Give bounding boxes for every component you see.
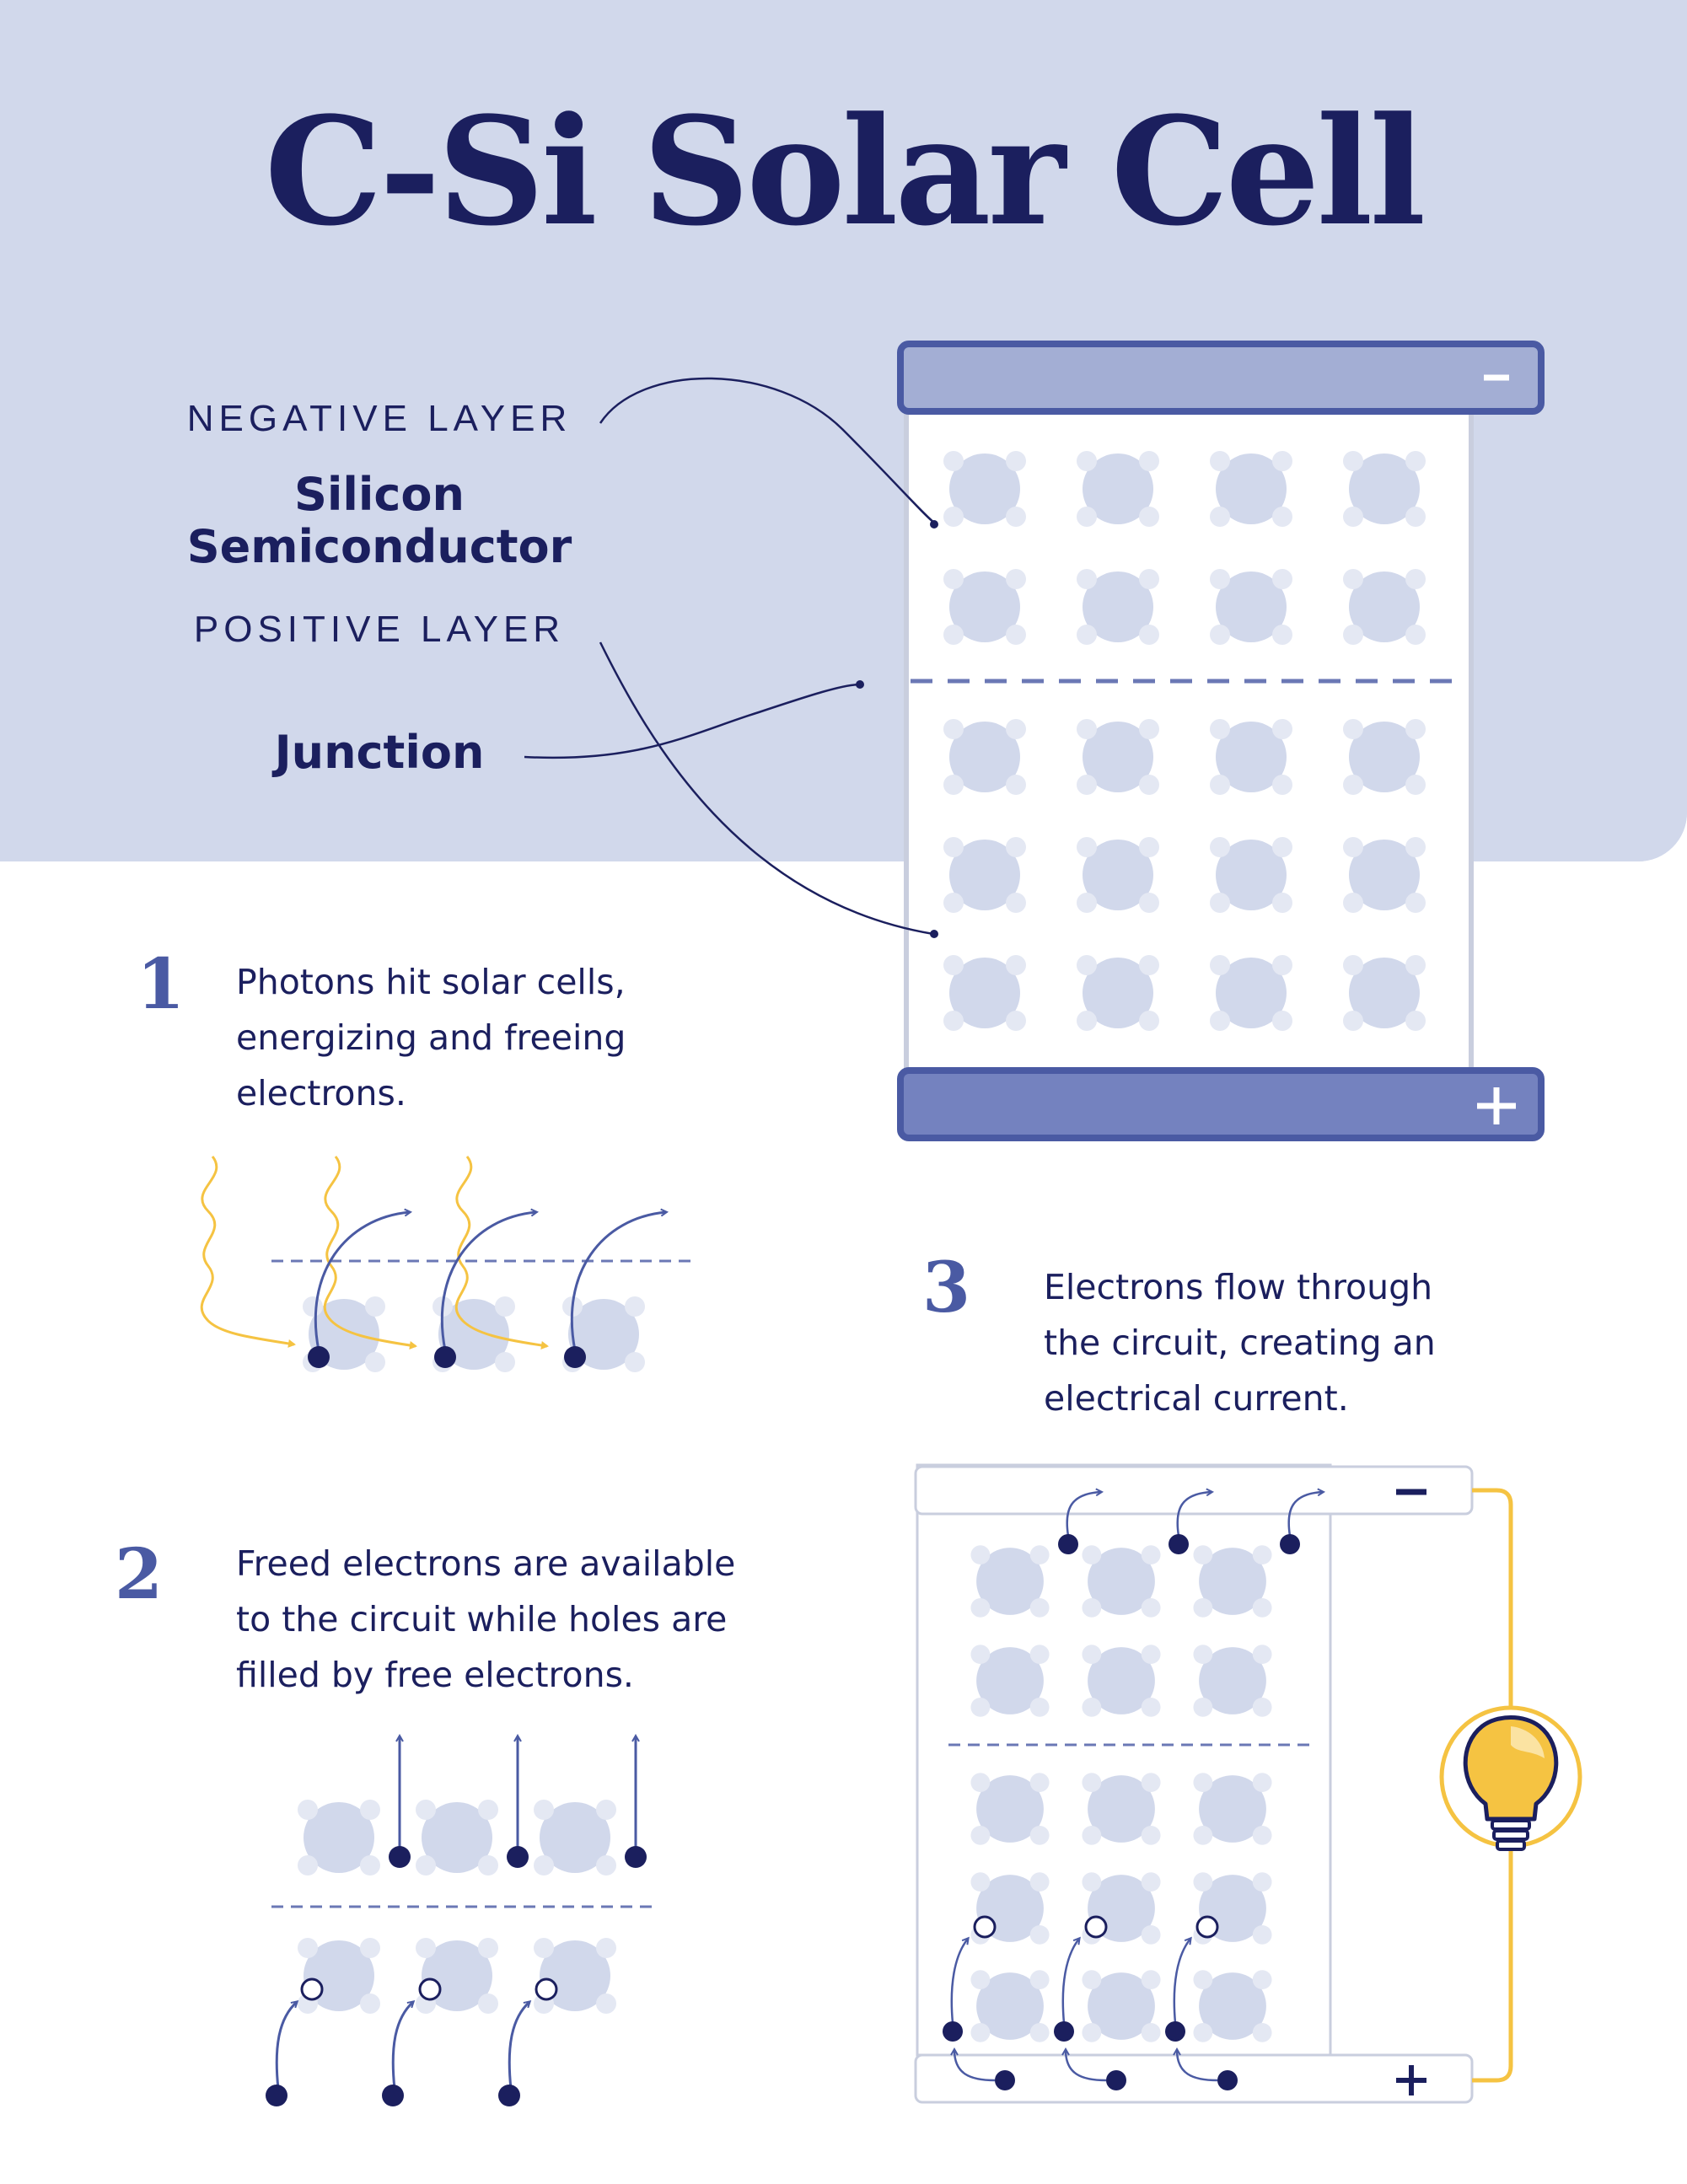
electron-path bbox=[1066, 2050, 1107, 2082]
step-2-line: to the circuit while holes are bbox=[236, 1599, 728, 1639]
positive-layer-label: POSITIVE LAYER bbox=[193, 609, 566, 650]
electron-path bbox=[570, 1212, 666, 1351]
positive-layer-leader bbox=[599, 641, 934, 936]
negative-terminal-bar bbox=[897, 341, 1545, 415]
negative-layer-label: NEGATIVE LAYER bbox=[186, 398, 572, 439]
electron-dot-icon bbox=[1217, 2070, 1238, 2090]
electron-path bbox=[950, 1939, 968, 2024]
electron-path bbox=[1176, 1492, 1212, 1537]
electron-path bbox=[1177, 2050, 1218, 2082]
electron-path bbox=[1066, 1492, 1101, 1537]
step-3-line: the circuit, creating an bbox=[1044, 1323, 1436, 1363]
hole-circle-icon bbox=[973, 1915, 997, 1939]
step-2-line: filled by free electrons. bbox=[236, 1655, 634, 1695]
electron-dot-icon bbox=[266, 2085, 287, 2106]
electron-dot-icon bbox=[1169, 1534, 1189, 1554]
semiconductor-label: Silicon Semiconductor bbox=[126, 469, 632, 573]
photon-wave-icon bbox=[200, 1156, 296, 1348]
electron-path bbox=[954, 2050, 996, 2082]
step-2-line: Freed electrons are available bbox=[236, 1543, 736, 1584]
electron-dot-icon bbox=[389, 1846, 411, 1868]
page-title: C-Si Solar Cell bbox=[264, 84, 1426, 259]
light-bulb-icon bbox=[1439, 1705, 1582, 1851]
step-2-number: 2 bbox=[115, 1534, 164, 1615]
electron-dot-icon bbox=[625, 1846, 647, 1868]
junction-label: Junction bbox=[274, 726, 485, 779]
step-1-illustration bbox=[200, 1156, 691, 1372]
hole-circle-icon bbox=[418, 1977, 442, 2001]
step-3-illustration bbox=[914, 1463, 1582, 2104]
leader-dot bbox=[856, 680, 864, 689]
electron-dot-icon bbox=[1106, 2070, 1126, 2090]
electron-dot-icon bbox=[1054, 2021, 1074, 2042]
photon-wave-icon bbox=[323, 1156, 417, 1350]
electron-dot-icon bbox=[308, 1346, 330, 1368]
step-1-line: electrons. bbox=[236, 1073, 406, 1113]
step-1-text: Photons hit solar cells, energizing and … bbox=[236, 954, 626, 1121]
electron-dot-icon bbox=[507, 1846, 529, 1868]
hole-circle-icon bbox=[300, 1977, 324, 2001]
step-1-line: energizing and freeing bbox=[236, 1017, 626, 1058]
leader-dot bbox=[930, 930, 938, 938]
electron-path bbox=[391, 2002, 413, 2090]
leader-dot bbox=[930, 520, 938, 529]
electron-dot-icon bbox=[434, 1346, 456, 1368]
hole-circle-icon bbox=[535, 1977, 558, 2001]
electron-dot-icon bbox=[1165, 2021, 1185, 2042]
positive-terminal-bar bbox=[897, 1067, 1545, 1141]
electron-dot-icon bbox=[995, 2070, 1015, 2090]
hole-circle-icon bbox=[1195, 1915, 1219, 1939]
electron-path bbox=[440, 1212, 536, 1351]
semiconductor-label-line1: Silicon bbox=[294, 468, 465, 521]
electron-path bbox=[1173, 1939, 1190, 2024]
step-1-line: Photons hit solar cells, bbox=[236, 962, 626, 1002]
step-3-line: electrical current. bbox=[1044, 1378, 1349, 1419]
electron-path bbox=[1287, 1492, 1323, 1537]
solar-cell-main bbox=[897, 341, 1545, 1141]
electron-dot-icon bbox=[498, 2085, 520, 2106]
negative-layer-leader bbox=[599, 377, 935, 523]
step-1-number: 1 bbox=[137, 944, 185, 1025]
circuit-negative-bar bbox=[914, 1465, 1474, 1516]
electron-dot-icon bbox=[382, 2085, 404, 2106]
semiconductor-label-line2: Semiconductor bbox=[186, 520, 572, 573]
step-3-number: 3 bbox=[922, 1248, 971, 1328]
step-3-line: Electrons flow through bbox=[1044, 1267, 1433, 1307]
hole-circle-icon bbox=[1084, 1915, 1108, 1939]
step-3-text: Electrons flow through the circuit, crea… bbox=[1044, 1259, 1436, 1426]
electron-dot-icon bbox=[1058, 1534, 1078, 1554]
electron-path bbox=[314, 1212, 410, 1351]
electron-dot-icon bbox=[1280, 1534, 1300, 1554]
electron-path bbox=[1061, 1939, 1079, 2024]
electron-path bbox=[275, 2002, 297, 2090]
junction-leader bbox=[524, 683, 861, 759]
step-2-illustration bbox=[266, 1736, 653, 2106]
photon-wave-icon bbox=[454, 1156, 549, 1350]
electron-dot-icon bbox=[564, 1346, 586, 1368]
step-2-text: Freed electrons are available to the cir… bbox=[236, 1536, 735, 1703]
electron-path bbox=[508, 2002, 529, 2090]
electron-dot-icon bbox=[943, 2021, 963, 2042]
